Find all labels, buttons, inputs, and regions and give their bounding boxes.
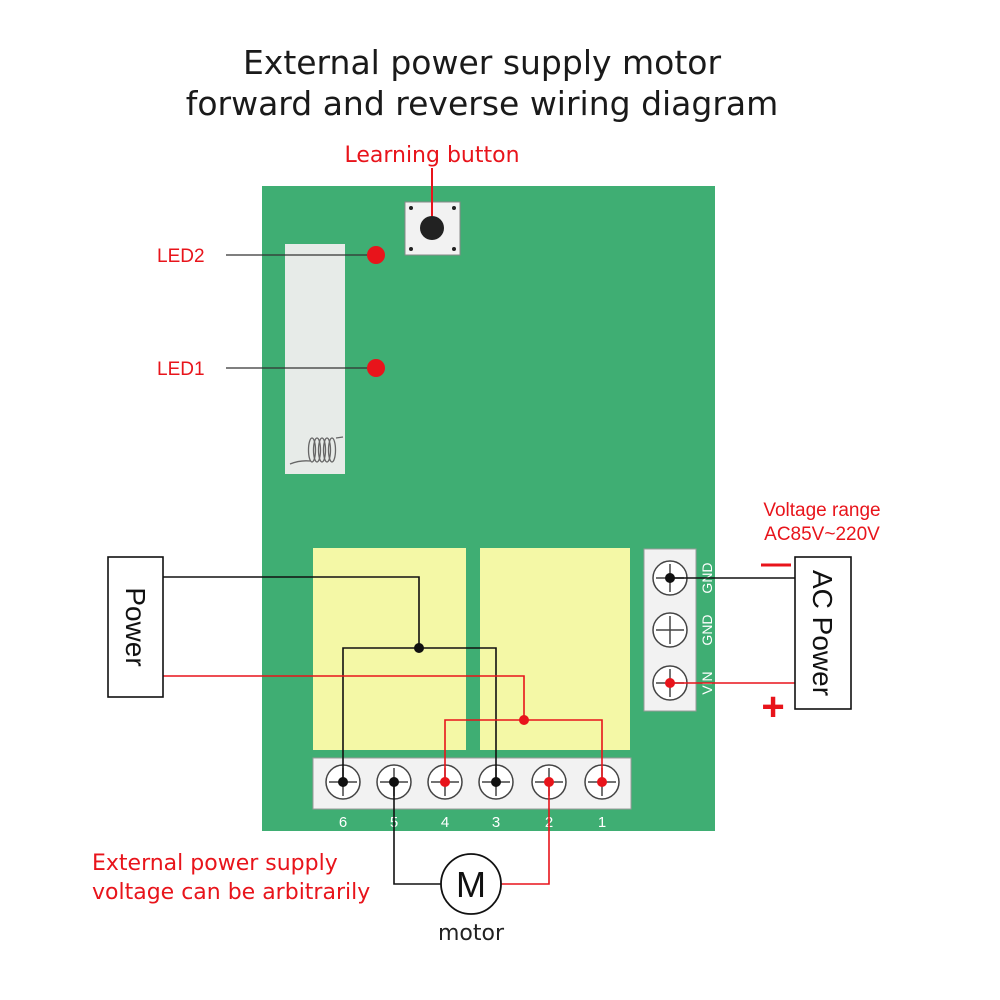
- side-terminal-gnd-2[interactable]: [652, 612, 688, 648]
- led2-label: LED2: [157, 246, 205, 267]
- plus-sign: +: [761, 685, 784, 729]
- minus-sign: —: [761, 547, 791, 580]
- learning-button-screw-bl: [409, 247, 413, 251]
- antenna-coil-icon: [289, 436, 344, 465]
- learning-button-label: Learning button: [344, 143, 519, 168]
- learning-button-screw-tl: [409, 206, 413, 210]
- ac-power-box: [794, 556, 852, 710]
- side-vin-dot: [665, 678, 675, 688]
- output-terminal-block: [312, 757, 632, 810]
- red-wire-junction: [519, 715, 529, 725]
- led1-label: LED1: [157, 359, 205, 380]
- relay-left: [313, 548, 466, 750]
- terminal-1-dot: [597, 777, 607, 787]
- title-line-1: External power supply motor: [243, 43, 722, 82]
- learning-button-screw-tr: [452, 206, 456, 210]
- led2-indicator: [367, 246, 385, 264]
- terminal-2-dot: [544, 777, 554, 787]
- motor-icon: [440, 853, 502, 915]
- terminal-4-dot: [440, 777, 450, 787]
- black-wire-junction: [414, 643, 424, 653]
- external-power-box: [107, 556, 164, 698]
- learning-button-screw-br: [452, 247, 456, 251]
- terminal-number-3: 3: [492, 814, 500, 831]
- terminal-5-dot: [389, 777, 399, 787]
- voltage-range-label-2: AC85V~220V: [764, 524, 880, 545]
- motor-symbol: M: [456, 864, 486, 905]
- external-power-label: Power: [120, 587, 151, 666]
- side-terminal-label-2: GND: [699, 614, 715, 645]
- relay-right: [480, 548, 630, 750]
- terminal-number-6: 6: [339, 814, 347, 831]
- learning-button-cap: [420, 216, 444, 240]
- ac-power-label: AC Power: [807, 570, 838, 696]
- voltage-range-label-1: Voltage range: [763, 500, 880, 521]
- terminal-number-4: 4: [441, 814, 449, 831]
- antenna-module: [285, 244, 345, 474]
- external-power-note-2: voltage can be arbitrarily: [92, 880, 370, 905]
- terminal-3-dot: [491, 777, 501, 787]
- led1-indicator: [367, 359, 385, 377]
- side-gnd-dot: [665, 573, 675, 583]
- terminal-number-1: 1: [598, 814, 606, 831]
- external-power-note-1: External power supply: [92, 851, 338, 876]
- motor-label: motor: [438, 921, 505, 946]
- title-line-2: forward and reverse wiring diagram: [186, 84, 779, 123]
- terminal-6-dot: [338, 777, 348, 787]
